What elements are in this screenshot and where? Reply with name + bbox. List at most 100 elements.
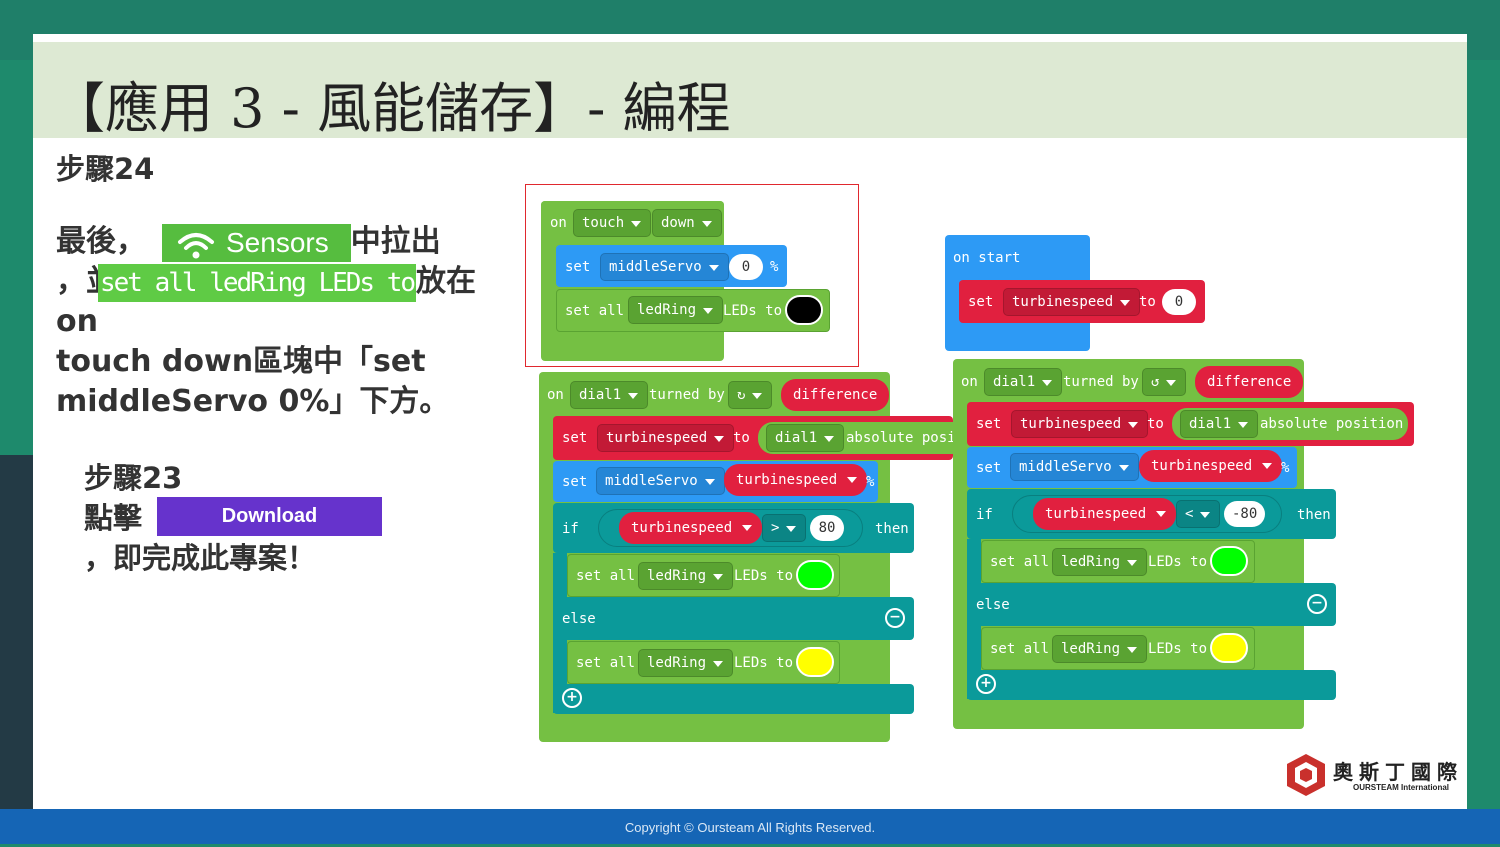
dr-add-branch-icon[interactable]: + <box>976 674 996 694</box>
servo-value[interactable]: 0 <box>729 254 763 280</box>
step23-instructions: 步驟23 點擊 ，即完成此專案！ <box>84 458 316 578</box>
highlight-box <box>525 184 859 367</box>
dl-set-all2-label: set all <box>576 655 636 671</box>
set-all-label: set all <box>565 303 625 319</box>
dr-else-label: else <box>976 597 1010 613</box>
dl-leds-to2-label: LEDs to <box>734 655 794 671</box>
dl-led-color-yellow[interactable] <box>796 647 834 677</box>
dl-cmp-var-reporter[interactable]: turbinespeed <box>619 512 763 544</box>
dr-operator-dropdown[interactable]: < <box>1176 500 1221 528</box>
title-band: 【應用 3 - 風能儲存】- 編程 <box>33 42 1467 140</box>
download-button[interactable]: Download <box>157 497 382 536</box>
dl-to-label: to <box>733 430 750 446</box>
dr-led-color-green[interactable] <box>1210 546 1248 576</box>
step24-text-6: middleServo 0%」下方。 <box>56 384 450 419</box>
dl-set2-label: set <box>562 474 588 490</box>
dr-servo-var-chevron-icon <box>1262 463 1273 469</box>
company-logo: 奧斯丁國際 OURSTEAM International <box>1285 752 1460 800</box>
dl-set-all-label: set all <box>576 568 636 584</box>
dl-led-color-green[interactable] <box>796 560 834 590</box>
slide-title: 【應用 3 - 風能儲存】- 編程 <box>51 77 731 140</box>
dl-turned-by-label: turned by <box>649 387 725 403</box>
dl-direction-dropdown[interactable]: ↻ <box>728 381 773 409</box>
dl-var-dropdown[interactable]: turbinespeed <box>597 424 735 452</box>
dl-abs-label: absolute posi <box>846 430 953 446</box>
footer-copyright: Copyright © Oursteam All Rights Reserved… <box>0 809 1500 844</box>
dr-turned-by-label: turned by <box>1063 374 1139 390</box>
dr-then-label: then <box>1297 507 1331 523</box>
dr-abs-dial-dropdown[interactable]: dial1 <box>1180 410 1259 438</box>
dr-remove-else-icon[interactable]: − <box>1307 594 1327 614</box>
dl-abs-dial-dropdown[interactable]: dial1 <box>766 424 845 452</box>
dr-else-row <box>967 583 1336 626</box>
led-color-black[interactable] <box>785 295 823 325</box>
dl-remove-else-icon[interactable]: − <box>885 608 905 628</box>
dl-servo-dropdown[interactable]: middleServo <box>596 467 725 495</box>
dl-else-row <box>553 597 914 640</box>
step24-text-1: 最後， <box>56 224 146 259</box>
dr-set-all2-label: set all <box>990 641 1050 657</box>
dr-on-label: on <box>961 374 978 390</box>
logo-chinese-text: 奧斯丁國際 <box>1333 760 1463 784</box>
leds-to-label: LEDs to <box>723 303 783 319</box>
percent-label: % <box>770 259 779 275</box>
dl-operator-dropdown[interactable]: > <box>762 514 807 542</box>
dr-set-label: set <box>976 416 1002 432</box>
dl-percent-label: % <box>866 474 875 490</box>
step24-text-4: 放在 on <box>56 264 477 339</box>
touch-dropdown[interactable]: touch <box>573 209 652 237</box>
dr-if-footer <box>967 670 1336 700</box>
dl-absolute-position-reporter[interactable]: dial1 absolute posi <box>758 422 953 454</box>
dr-servo-var-label: turbinespeed <box>1151 458 1253 474</box>
dr-cmp-var-chevron-icon <box>1156 511 1167 517</box>
dl-cmp-var-chevron-icon <box>742 525 753 531</box>
dl-dial-dropdown[interactable]: dial1 <box>570 381 649 409</box>
dl-compare-value[interactable]: 80 <box>810 515 844 541</box>
on-label: on <box>550 215 567 231</box>
dl-difference-reporter[interactable]: difference <box>781 379 890 411</box>
dl-servo-var-reporter[interactable]: turbinespeed <box>724 464 868 496</box>
on-start-label: on start <box>953 250 1021 266</box>
dr-led-color-yellow[interactable] <box>1210 633 1248 663</box>
step24-text-2: 中拉出 <box>350 224 441 259</box>
dr-servo-var-reporter[interactable]: turbinespeed <box>1139 450 1283 482</box>
dl-cmp-var-label: turbinespeed <box>631 520 733 536</box>
start-var-dropdown[interactable]: turbinespeed <box>1003 288 1141 316</box>
start-set-label: set <box>968 294 994 310</box>
step24-heading: 步驟24 <box>56 152 155 186</box>
down-dropdown[interactable]: down <box>652 209 722 237</box>
wifi-icon <box>178 232 214 259</box>
sensors-label: Sensors <box>226 227 329 258</box>
dr-to-label: to <box>1147 416 1164 432</box>
dl-servo-var-label: turbinespeed <box>736 472 838 488</box>
dl-if-label: if <box>562 521 579 537</box>
dr-var-dropdown[interactable]: turbinespeed <box>1011 410 1149 438</box>
ledring-dropdown[interactable]: ledRing <box>628 296 724 324</box>
set-all-leds-chip: set all ledRing LEDs to <box>98 264 416 302</box>
dr-ring-dropdown[interactable]: ledRing <box>1052 548 1148 576</box>
step23-text-2: ，即完成此專案！ <box>84 541 317 575</box>
dl-then-label: then <box>875 521 909 537</box>
dl-if-footer <box>553 684 914 714</box>
dr-dial-dropdown[interactable]: dial1 <box>984 368 1063 396</box>
dl-ring-dropdown[interactable]: ledRing <box>638 562 734 590</box>
dl-add-branch-icon[interactable]: + <box>562 688 582 708</box>
dr-cmp-var-reporter[interactable]: turbinespeed <box>1033 498 1177 530</box>
start-value[interactable]: 0 <box>1162 289 1196 315</box>
dl-set-label: set <box>562 430 588 446</box>
dr-direction-dropdown[interactable]: ↺ <box>1142 368 1187 396</box>
start-to-label: to <box>1139 294 1156 310</box>
dl-else-label: else <box>562 611 596 627</box>
step23-text-1: 點擊 <box>84 501 143 535</box>
dr-difference-reporter[interactable]: difference <box>1195 366 1304 398</box>
servo-dropdown[interactable]: middleServo <box>600 253 729 281</box>
dr-leds-to-label: LEDs to <box>1148 554 1208 570</box>
sensors-category-chip: Sensors <box>162 224 351 262</box>
dr-servo-dropdown[interactable]: middleServo <box>1010 453 1139 481</box>
dr-cmp-var-label: turbinespeed <box>1045 506 1147 522</box>
dr-compare-value[interactable]: -80 <box>1224 501 1266 527</box>
dl-on-label: on <box>547 387 564 403</box>
dr-absolute-position-reporter[interactable]: dial1 absolute position <box>1172 408 1408 440</box>
dr-ring2-dropdown[interactable]: ledRing <box>1052 635 1148 663</box>
dl-ring2-dropdown[interactable]: ledRing <box>638 649 734 677</box>
